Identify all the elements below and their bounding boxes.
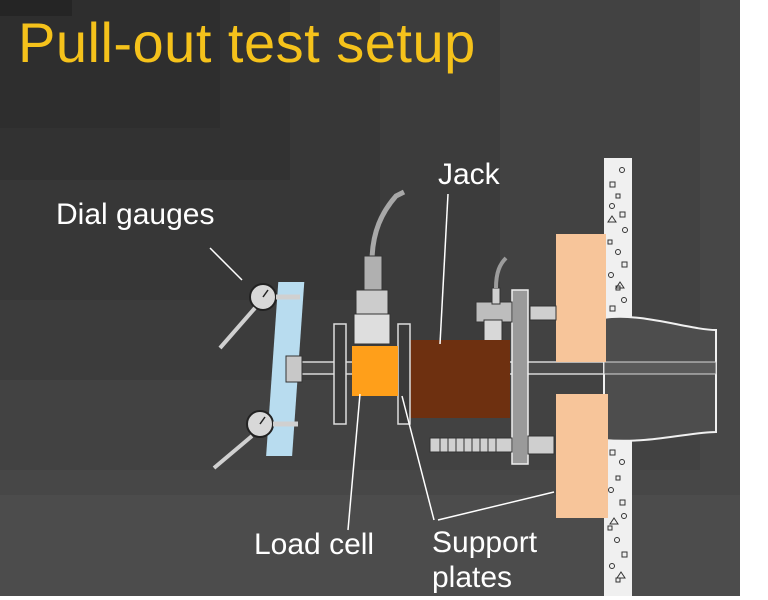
label-dial-gauges: Dial gauges xyxy=(56,198,215,231)
bar-end-nut xyxy=(285,355,303,383)
pull-out-test-diagram xyxy=(209,158,717,596)
reaction-plate xyxy=(511,289,529,465)
label-support-plates-line1: Support xyxy=(432,526,538,559)
upper-bolt xyxy=(475,256,557,347)
support-block-upper xyxy=(556,234,606,362)
leader-lines xyxy=(209,193,555,531)
load-cell-icon xyxy=(352,189,406,396)
lower-bolt xyxy=(429,435,555,455)
background-band xyxy=(0,0,220,128)
support-plate-right xyxy=(397,323,411,425)
hydraulic-jack-icon xyxy=(410,340,510,418)
background-band xyxy=(0,0,72,16)
support-block-lower xyxy=(556,394,608,518)
slide-title: Pull-out test setup xyxy=(18,11,476,74)
label-jack: Jack xyxy=(438,158,500,191)
dial-gauge-icon xyxy=(212,283,300,470)
slide: Pull-out test setup xyxy=(0,0,740,596)
label-support-plates-line2: plates xyxy=(432,560,513,594)
label-load-cell: Load cell xyxy=(254,528,375,561)
front-plate xyxy=(266,282,305,456)
label-support-plates: Support plates xyxy=(432,526,537,595)
support-plate-left xyxy=(333,323,347,425)
